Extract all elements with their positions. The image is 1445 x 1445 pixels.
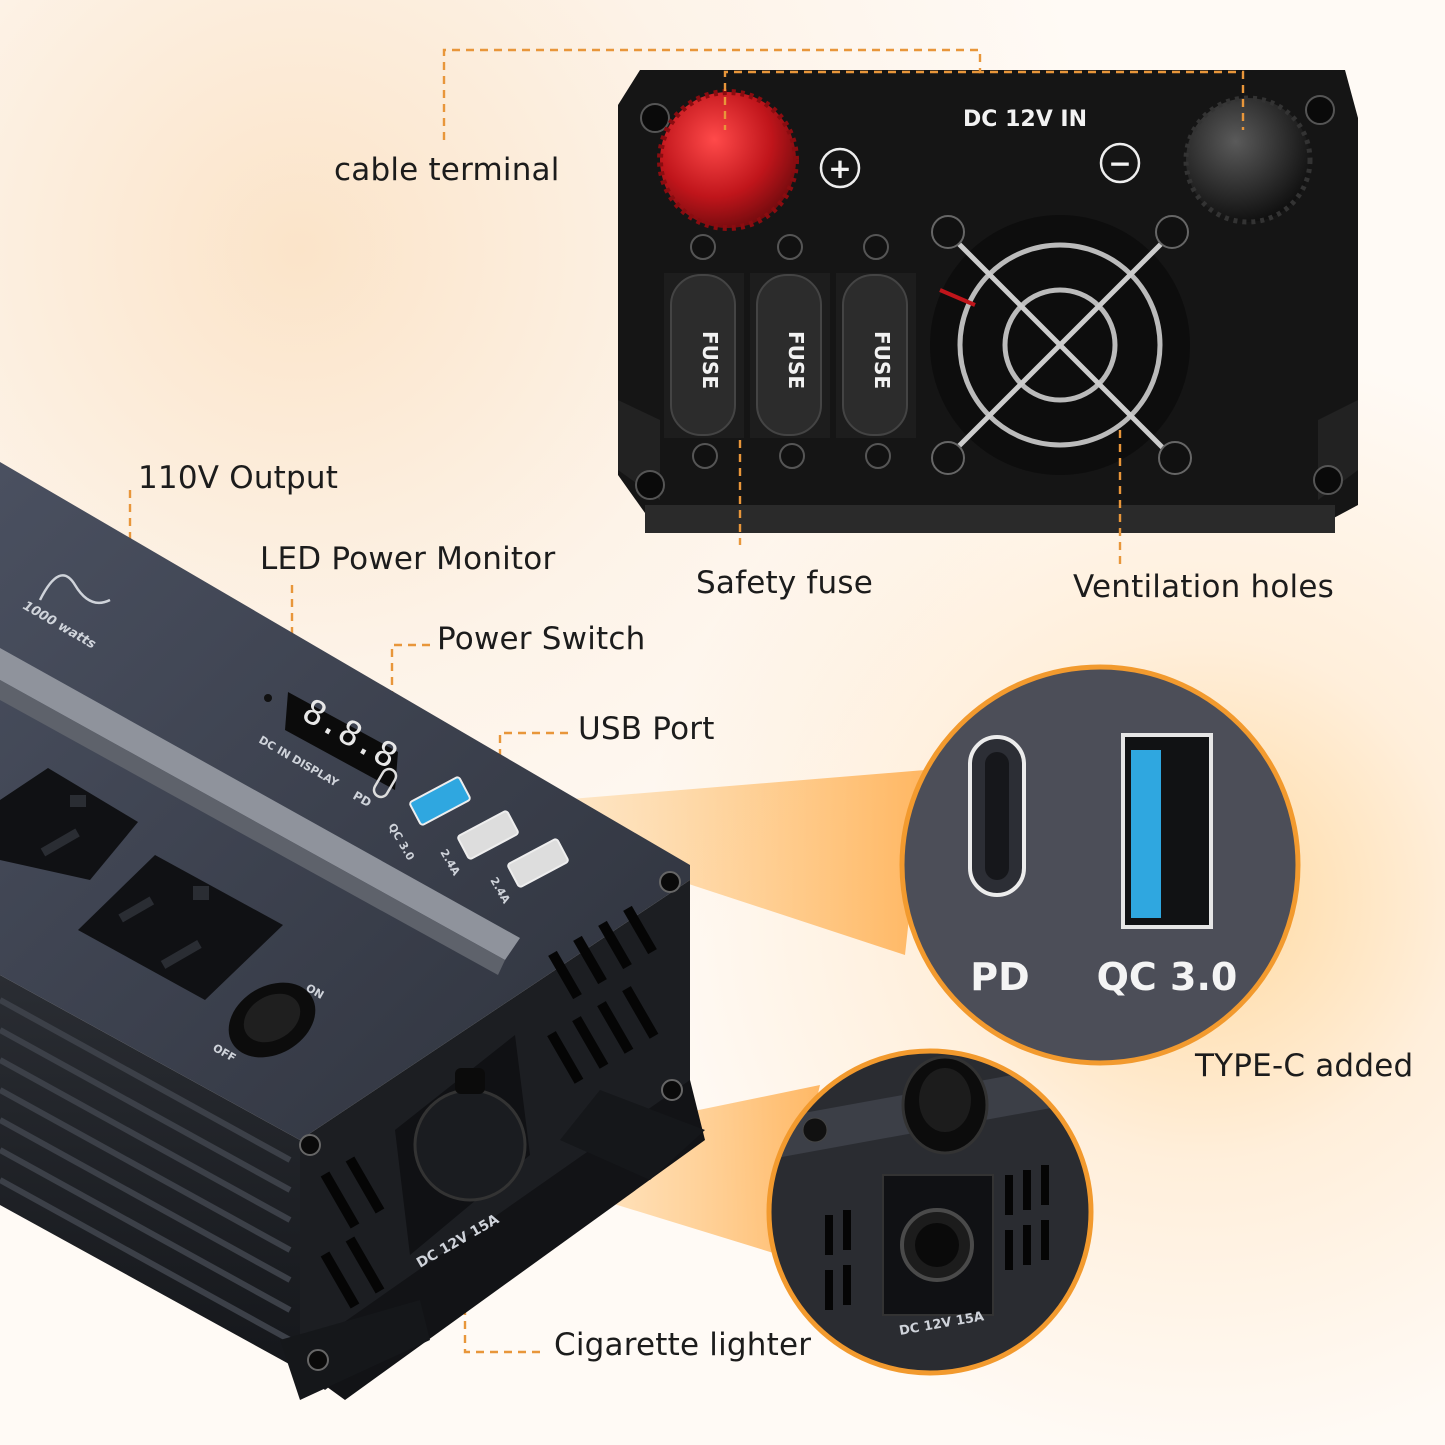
fuse-holders: FUSE FUSE FUSE: [664, 234, 916, 469]
usb-a-port-1: [457, 810, 519, 860]
zoom-pd-label: PD: [970, 955, 1029, 999]
fuse-1: FUSE: [664, 234, 744, 469]
usb-zoom-circle: PD QC 3.0: [899, 664, 1301, 1066]
callout-cigarette-lighter: Cigarette lighter: [554, 1327, 812, 1363]
wave-logo-icon: [38, 574, 111, 605]
fuse-2: FUSE: [750, 234, 830, 469]
fuse-label: FUSE: [870, 331, 894, 389]
fuse-label: FUSE: [784, 331, 808, 389]
callout-usb-port: USB Port: [578, 711, 715, 747]
zoom-qc-label: QC 3.0: [1097, 955, 1238, 999]
callout-cable-terminal: cable terminal: [334, 152, 560, 188]
usb-qc-port: [409, 776, 471, 826]
fuse-label: FUSE: [698, 331, 722, 389]
minus-sign: −: [1108, 147, 1131, 180]
usb-a-port-2: [507, 838, 569, 888]
minus-icon: [1099, 142, 1141, 184]
callout-led-monitor: LED Power Monitor: [260, 541, 556, 577]
ac-outlet-1: [0, 768, 138, 880]
fuse-3: FUSE: [836, 234, 916, 469]
positive-terminal: [657, 89, 799, 231]
fan-grille: [930, 215, 1192, 475]
ac-outlet-2: [78, 855, 283, 1000]
negative-terminal: [1183, 95, 1313, 225]
plus-icon: [819, 147, 861, 189]
power-switch[interactable]: ON OFF: [211, 968, 329, 1073]
usb-c-port: [372, 767, 398, 799]
socket-zoom-circle: DC 12V 15A: [766, 1048, 1094, 1376]
plus-sign: +: [828, 152, 851, 185]
rear-panel-title: DC 12V IN: [963, 107, 1087, 132]
callout-safety-fuse: Safety fuse: [696, 565, 873, 601]
callout-type-c: TYPE-C added: [1195, 1048, 1414, 1084]
callout-110v-output: 110V Output: [138, 460, 339, 496]
callout-power-switch: Power Switch: [437, 621, 646, 657]
rear-panel: DC 12V IN + − FUSE: [618, 70, 1358, 533]
callout-ventilation: Ventilation holes: [1073, 569, 1334, 605]
inverter-body: 1000 watts 8.8.8 DC IN DISPLAY PD QC 3.0…: [0, 462, 705, 1400]
